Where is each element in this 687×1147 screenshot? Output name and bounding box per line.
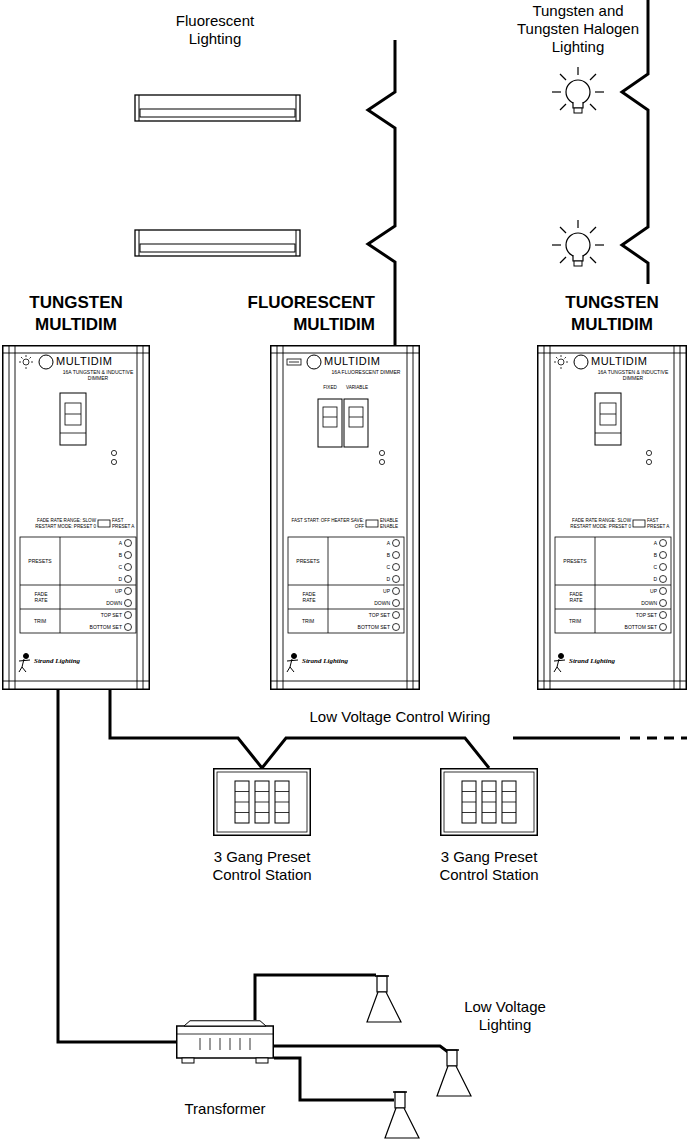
- low-voltage-lamp: [367, 976, 401, 1022]
- mode-text: FADE RATE RANGE: SLOW RESTART MODE: PRES…: [553, 518, 631, 529]
- panel-row-label: B: [350, 552, 390, 558]
- breaker-label: VARIABLE: [342, 385, 372, 391]
- unit-heading: TUNGSTEN MULTIDIM: [2, 292, 150, 336]
- panel-row-label: D: [82, 576, 122, 582]
- panel-row-label: A: [82, 540, 122, 546]
- dimmer-unit: TUNGSTEN MULTIDIMMULTIDIM16A TUNGSTEN & …: [537, 345, 687, 690]
- low-voltage-lamp: [437, 1050, 471, 1096]
- panel-section-label: FADE RATE: [298, 591, 320, 603]
- control-wire: [513, 737, 620, 740]
- transformer-outline: [176, 1020, 274, 1064]
- panel-section-label: FADE RATE: [565, 591, 587, 603]
- panel-section-label: TRIM: [290, 618, 326, 624]
- mode-text: FAST PRESET A: [112, 518, 140, 529]
- unit-logo: MULTIDIM: [324, 355, 414, 368]
- panel-section-label: PRESETS: [557, 558, 593, 564]
- panel-section-label: FADE RATE: [30, 591, 52, 603]
- panel-section-label: PRESETS: [22, 558, 58, 564]
- part-label: Transformer: [156, 1100, 294, 1118]
- mains-wire: [622, 0, 648, 284]
- unit-heading: FLUORESCENT MULTIDIM: [230, 292, 375, 336]
- mode-text: FAST PRESET A: [647, 518, 675, 529]
- panel-row-label: C: [350, 564, 390, 570]
- panel-row-label: BOTTOM SET: [617, 624, 657, 630]
- panel-row-label: D: [617, 576, 657, 582]
- panel-row-label: DOWN: [82, 600, 122, 606]
- panel-row-label: DOWN: [350, 600, 390, 606]
- brand-logo: Strand Lighting: [34, 657, 124, 666]
- panel-row-label: TOP SET: [82, 612, 122, 618]
- panel-row-label: UP: [350, 588, 390, 594]
- dimmer-housing: [537, 345, 687, 690]
- panel-row-label: DOWN: [617, 600, 657, 606]
- fluorescent-tube: [135, 230, 300, 256]
- panel-row-label: TOP SET: [617, 612, 657, 618]
- panel-section-label: TRIM: [22, 618, 58, 624]
- tungsten-bulb: [552, 220, 604, 266]
- panel-row-label: UP: [617, 588, 657, 594]
- dimmer-unit: FLUORESCENT MULTIDIMMULTIDIM16A FLUORESC…: [270, 345, 420, 690]
- part-label: 3 Gang Preset Control Station: [420, 848, 558, 884]
- wire-connector: [262, 738, 489, 768]
- brand-logo: Strand Lighting: [569, 657, 659, 666]
- unit-logo: MULTIDIM: [56, 355, 146, 368]
- panel-section-label: TRIM: [557, 618, 593, 624]
- station-outline: [213, 768, 311, 836]
- fluorescent-tube: [135, 95, 300, 121]
- group-label: Fluorescent Lighting: [155, 12, 275, 48]
- panel-row-label: D: [350, 576, 390, 582]
- unit-subtitle: 16A TUNGSTEN & INDUCTIVE DIMMER: [56, 369, 140, 381]
- wire-connector: [58, 690, 176, 1042]
- panel-row-label: A: [617, 540, 657, 546]
- lv-wire: [255, 975, 376, 1020]
- control-station: 3 Gang Preset Control Station: [440, 768, 538, 836]
- panel-row-label: B: [617, 552, 657, 558]
- unit-heading: TUNGSTEN MULTIDIM: [537, 292, 687, 336]
- breaker-label: FIXED: [316, 385, 344, 391]
- group-label: Tungsten and Tungsten Halogen Lighting: [515, 2, 641, 56]
- dimmer-unit: TUNGSTEN MULTIDIMMULTIDIM16A TUNGSTEN & …: [2, 345, 150, 690]
- control-wire-dashed: [630, 737, 687, 740]
- wire-connector: [110, 690, 262, 768]
- panel-row-label: BOTTOM SET: [82, 624, 122, 630]
- group-label: Low Voltage Lighting: [455, 998, 555, 1034]
- panel-row-label: TOP SET: [350, 612, 390, 618]
- panel-row-label: C: [82, 564, 122, 570]
- mode-text: FAST START: OFF HEATER SAVE: OFF: [286, 518, 364, 529]
- panel-row-label: BOTTOM SET: [350, 624, 390, 630]
- unit-logo: MULTIDIM: [591, 355, 681, 368]
- brand-logo: Strand Lighting: [302, 657, 392, 666]
- mode-text: ENABLE ENABLE: [380, 518, 408, 529]
- transformer: Transformer: [176, 1020, 274, 1064]
- control-station: 3 Gang Preset Control Station: [213, 768, 311, 836]
- dimmer-housing: [270, 345, 420, 690]
- panel-row-label: UP: [82, 588, 122, 594]
- panel-row-label: A: [350, 540, 390, 546]
- tungsten-bulb: [552, 67, 604, 113]
- station-outline: [440, 768, 538, 836]
- dimmer-housing: [2, 345, 150, 690]
- part-label: 3 Gang Preset Control Station: [193, 848, 331, 884]
- panel-row-label: B: [82, 552, 122, 558]
- wiring-label: Low Voltage Control Wiring: [255, 708, 545, 726]
- unit-subtitle: 16A TUNGSTEN & INDUCTIVE DIMMER: [591, 369, 675, 381]
- low-voltage-lamp: [385, 1092, 419, 1138]
- mode-text: FADE RATE RANGE: SLOW RESTART MODE: PRES…: [18, 518, 96, 529]
- panel-section-label: PRESETS: [290, 558, 326, 564]
- lv-wire: [274, 1058, 394, 1100]
- lv-wire: [274, 1046, 448, 1052]
- panel-row-label: C: [617, 564, 657, 570]
- unit-subtitle: 16A FLUORESCENT DIMMER: [324, 369, 408, 375]
